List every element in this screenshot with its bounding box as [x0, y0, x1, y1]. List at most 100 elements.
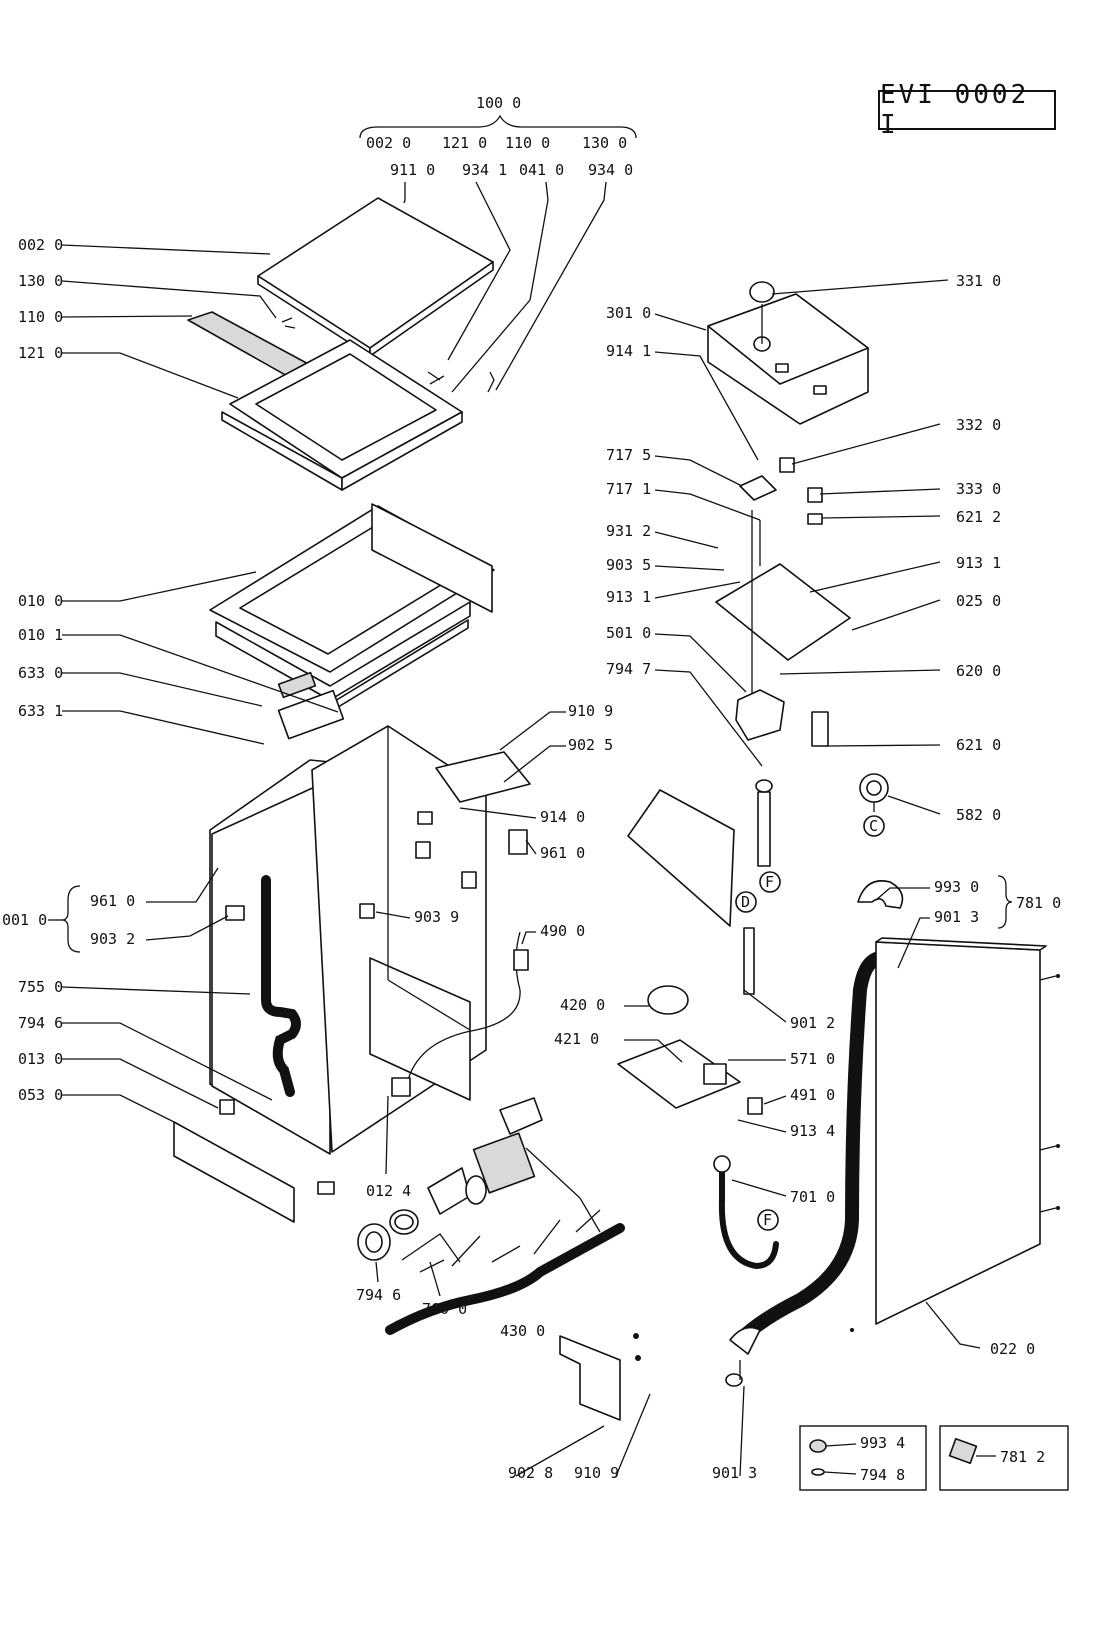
callout-label: 110 0	[18, 308, 63, 326]
callout-label: 490 0	[540, 922, 585, 940]
callout-label: 491 0	[790, 1086, 835, 1104]
top-group-header: 100 0 002 0 121 0 110 0 130 0 911 0 934 …	[359, 94, 637, 179]
group-781-item: 901 3	[934, 908, 979, 926]
bracket-902-5	[435, 751, 531, 803]
part-903-9	[359, 903, 375, 919]
callout-label: 333 0	[956, 480, 1001, 498]
marker-f-bottom-label: F	[763, 1211, 772, 1229]
callout-label: 130 0	[18, 272, 63, 290]
callout-label: 794 6	[356, 1286, 401, 1304]
kit-item-label: 794 8	[860, 1466, 905, 1484]
callout-label: 501 0	[606, 624, 651, 642]
callout-label: 010 0	[18, 592, 63, 610]
callout-label: 961 0	[540, 844, 585, 862]
drain-hose-781	[733, 951, 899, 1347]
part-903-2	[225, 905, 245, 921]
part-621-2	[807, 513, 823, 525]
knob-331	[749, 281, 775, 303]
drain-hose-755	[261, 875, 301, 1097]
top-group-label: 100 0	[476, 94, 521, 112]
callout-label: 012 4	[366, 1182, 411, 1200]
dispenser-501	[735, 689, 785, 741]
group-001-brace: 001 0 961 0 903 2	[2, 885, 135, 953]
callout-label: 717 5	[606, 446, 651, 464]
electric-labels: 420 0 421 0 901 2 571 0 491 0 913 4 701 …	[554, 996, 835, 1206]
callout-label: 717 1	[606, 480, 651, 498]
top-group-brace	[359, 114, 637, 139]
part-961-0	[508, 829, 528, 855]
bracket-633-1	[277, 689, 345, 740]
cabinet-labels: 910 9 902 5 914 0 961 0 903 9 490 0 012 …	[366, 702, 613, 1200]
callout-label: 121 0	[18, 344, 63, 362]
top-group-code: 130 0	[582, 134, 627, 152]
callout-label: 913 4	[790, 1122, 835, 1140]
callout-label: 010 1	[18, 626, 63, 644]
callout-label: 571 0	[790, 1050, 835, 1068]
group-430-label: 430 0	[500, 1322, 545, 1340]
right-labels: 331 0 332 0 333 0 621 2 913 1 025 0 620 …	[956, 272, 1001, 824]
callout-label: 621 0	[956, 736, 1001, 754]
hose-701	[718, 1167, 779, 1270]
marker-d-label: D	[741, 893, 750, 911]
kit-box-1: 993 4 794 8	[799, 1425, 927, 1491]
left-labels: 002 0 130 0 110 0 121 0 010 0 010 1 633 …	[18, 236, 63, 1104]
bracket-421	[617, 1039, 741, 1109]
bottom-labels: 794 6 760 0 902 8 910 9 901 3 022 0 430 …	[356, 1286, 1035, 1482]
tube-d	[743, 927, 755, 995]
door-assembly	[209, 503, 495, 713]
callout-label: 903 5	[606, 556, 651, 574]
callout-label: 420 0	[560, 996, 605, 1014]
kit-item-label: 781 2	[1000, 1448, 1045, 1466]
callout-label: 794 6	[18, 1014, 63, 1032]
group-430-brace	[385, 1223, 625, 1335]
control-panel-assembly	[707, 281, 889, 812]
group-781-brace: 993 0 901 3 781 0	[934, 875, 1061, 929]
mid-labels: 301 0 914 1 717 5 717 1 931 2 903 5 913 …	[606, 304, 651, 678]
group-001-item: 903 2	[90, 930, 135, 948]
callout-label: 931 2	[606, 522, 651, 540]
kit-item-label: 993 4	[860, 1434, 905, 1452]
sump-760	[427, 1167, 471, 1215]
worktop-assembly	[187, 197, 495, 491]
part-333	[807, 487, 823, 503]
part-491	[747, 1097, 763, 1115]
top-group-code: 110 0	[505, 134, 550, 152]
cabinet	[173, 671, 531, 1223]
side-panel-small	[627, 789, 735, 927]
callout-label: 760 0	[422, 1300, 467, 1318]
callout-label: 794 7	[606, 660, 651, 678]
switch-621	[811, 711, 829, 747]
callout-label: 901 2	[790, 1014, 835, 1032]
callout-label: 582 0	[956, 806, 1001, 824]
marker-d	[735, 891, 757, 913]
callout-label: 332 0	[956, 416, 1001, 434]
callout-label: 331 0	[956, 272, 1001, 290]
part-332	[779, 457, 795, 473]
group-001-label: 001 0	[2, 911, 47, 929]
group-001-item: 961 0	[90, 892, 135, 910]
part-013-0	[219, 1099, 235, 1115]
pump-group	[357, 1097, 625, 1335]
callout-label: 013 0	[18, 1050, 63, 1068]
bracket-717-5	[739, 475, 777, 501]
callout-label: 002 0	[18, 236, 63, 254]
callout-label: 421 0	[554, 1030, 599, 1048]
marker-c-label: C	[869, 817, 878, 835]
pump-motor	[472, 1132, 536, 1194]
top-group-code: 911 0	[390, 161, 435, 179]
callout-label: 901 3	[712, 1464, 757, 1482]
callout-label: 910 9	[574, 1464, 619, 1482]
marker-c	[863, 815, 885, 837]
door-panel-022	[875, 941, 1041, 1325]
callout-label: 633 1	[18, 702, 63, 720]
callout-label: 914 1	[606, 342, 651, 360]
callout-label: 913 1	[606, 588, 651, 606]
callout-label: 902 5	[568, 736, 613, 754]
callout-label: 620 0	[956, 662, 1001, 680]
valve-571	[703, 1063, 727, 1085]
worktop-panel	[257, 197, 494, 349]
group-781-label: 781 0	[1016, 894, 1061, 912]
bracket-902-8	[559, 1335, 621, 1421]
top-group-code: 934 0	[588, 161, 633, 179]
